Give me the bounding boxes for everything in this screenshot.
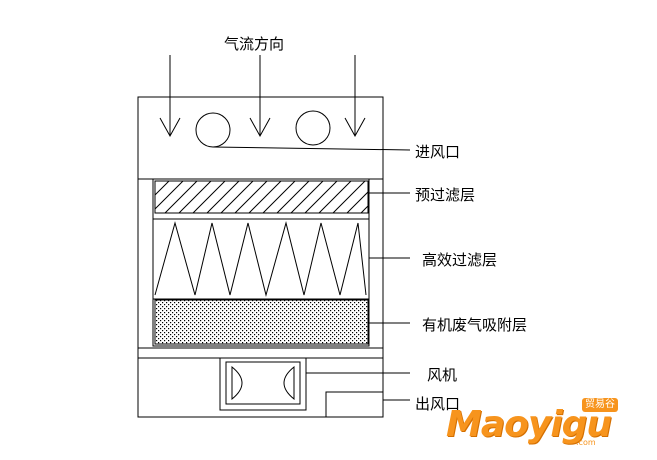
airflow-direction-label: 气流方向 [224, 35, 285, 53]
inlet-label: 进风口 [415, 143, 461, 161]
maoyigu-watermark: Maoyigu 贸易谷 .com [446, 398, 636, 448]
hepa-filter-pleats [154, 221, 367, 297]
filter-frame [152, 178, 370, 347]
adsorption-layer [154, 299, 369, 345]
outlet-label: 出风口 [415, 395, 461, 413]
adsorption-layer-label: 有机废气吸附层 [422, 316, 528, 334]
watermark-chinese-text: 贸易谷 [582, 398, 618, 412]
leader-lines [212, 146, 411, 401]
housing [137, 96, 384, 418]
inlet-circle-right [295, 110, 331, 146]
airflow-arrows [159, 55, 366, 138]
fan-blade-right [283, 365, 295, 401]
pre-filter-label: 预过滤层 [415, 186, 476, 204]
pre-filter-layer [154, 180, 369, 214]
fan-housing [219, 357, 307, 411]
fan-label: 风机 [427, 366, 458, 384]
inlet-circle-left [195, 112, 231, 148]
watermark-url-text: .com [576, 438, 596, 447]
fan-blade-left [231, 365, 243, 401]
hepa-filter-label: 高效过滤层 [422, 251, 498, 269]
outlet-box [325, 391, 383, 417]
